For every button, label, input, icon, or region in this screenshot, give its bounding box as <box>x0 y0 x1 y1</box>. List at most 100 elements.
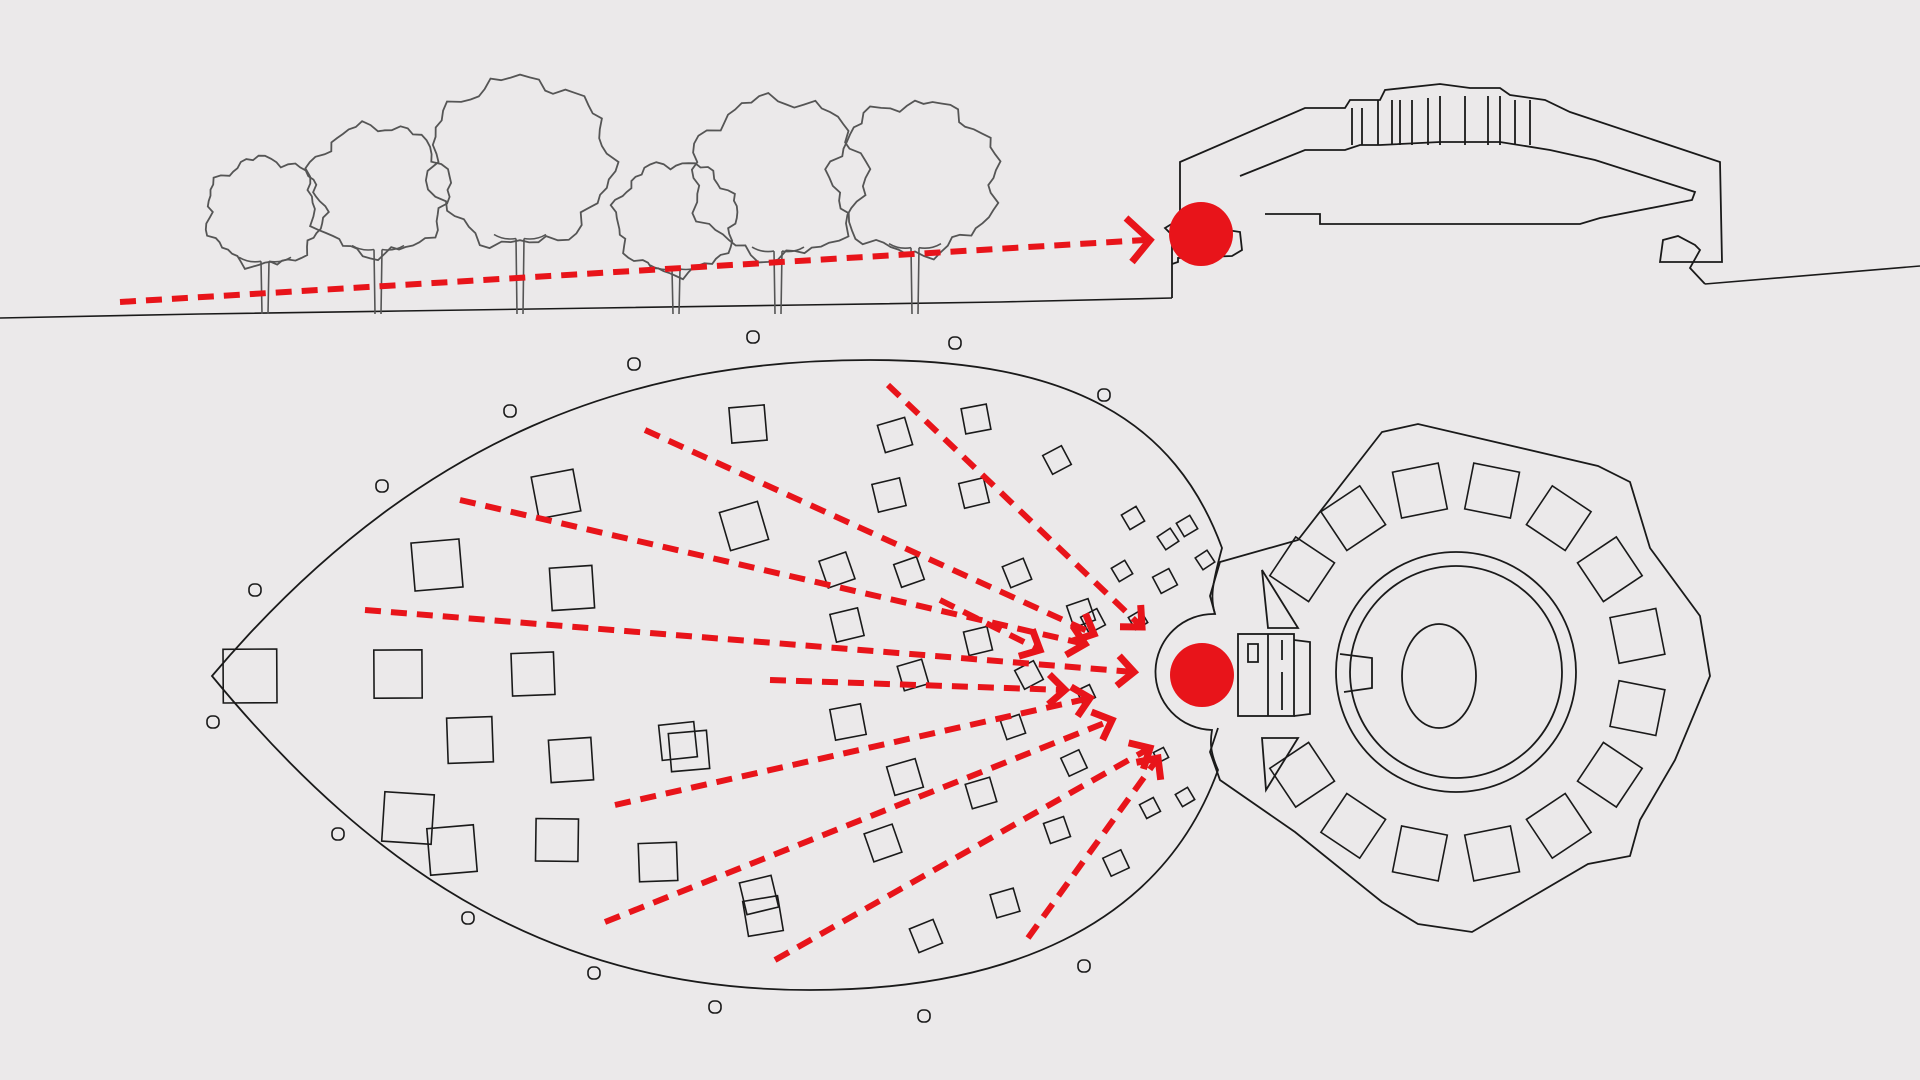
bollard <box>206 715 220 729</box>
paving-tile <box>908 918 944 954</box>
tree <box>690 91 872 315</box>
site-plan <box>206 330 1711 1023</box>
sightline-arrow <box>643 427 1099 645</box>
paving-tile <box>425 823 479 877</box>
building-rooms <box>1268 462 1666 882</box>
sightline-arrow <box>364 607 1140 689</box>
building-room <box>1268 741 1336 809</box>
paving-tile <box>957 476 991 510</box>
bollard <box>375 479 389 493</box>
sightline-arrow <box>459 497 1091 659</box>
bollard <box>627 357 641 371</box>
paving-tile <box>728 404 768 444</box>
sightline-arrow <box>614 683 1096 808</box>
paving-tile <box>1110 559 1134 583</box>
paving-tile <box>962 625 994 657</box>
paving-tile <box>547 736 595 784</box>
paving-tile <box>222 648 278 704</box>
bollard <box>461 911 475 925</box>
paving-tile <box>1152 746 1170 764</box>
sightline-arrowhead <box>1135 753 1165 781</box>
sightline-arrowhead <box>1069 683 1096 719</box>
paving-tile <box>892 555 926 589</box>
building-room <box>1391 462 1449 519</box>
paving-tile <box>667 729 711 773</box>
bollard <box>708 1000 722 1014</box>
building-room <box>1609 607 1666 665</box>
sightline-arrow <box>1025 753 1165 940</box>
sightline-arrowhead <box>1119 604 1146 631</box>
building-room <box>1319 792 1387 860</box>
sightline-arrowhead <box>1114 653 1140 689</box>
paving-tile <box>1059 748 1089 778</box>
building-room <box>1391 825 1449 882</box>
building-room <box>1609 679 1666 737</box>
bollard <box>746 330 760 344</box>
tree-row <box>204 73 1002 315</box>
tree <box>304 120 453 315</box>
building-room <box>1268 535 1336 603</box>
paving-tile <box>1194 549 1216 571</box>
tree <box>824 99 1002 315</box>
paving-tile <box>863 823 903 863</box>
paving-tile <box>548 564 596 612</box>
paving-tile <box>445 715 495 765</box>
bollard <box>248 583 262 597</box>
bollard <box>1077 959 1091 973</box>
building-room <box>1576 741 1644 809</box>
paving-tile <box>960 403 992 435</box>
paving-tile <box>1101 848 1131 878</box>
paving-tile <box>718 500 770 552</box>
paving-tile <box>738 874 780 916</box>
bollard <box>503 404 517 418</box>
paving-tile <box>870 476 908 514</box>
sightline-arrowhead <box>1017 628 1045 660</box>
bollard <box>331 827 345 841</box>
paving-tile <box>1156 527 1180 551</box>
paving-tile <box>410 538 464 592</box>
stage-block <box>1237 633 1295 717</box>
plan-sightlines <box>364 382 1165 963</box>
site-section-elevation <box>0 73 1920 319</box>
sightline-arrow <box>769 672 1071 708</box>
perimeter-bollards <box>206 330 1111 1023</box>
paving-tile <box>989 887 1021 919</box>
building-room <box>1576 535 1644 603</box>
bollard <box>1097 388 1111 402</box>
paving-tile <box>817 550 857 590</box>
building-plan <box>1209 423 1711 933</box>
sightline-arrow <box>603 708 1117 925</box>
building-room <box>1525 484 1593 552</box>
paving-tile <box>1138 796 1162 820</box>
sightline-arrowhead <box>1064 623 1091 659</box>
section-sightline <box>119 237 1146 305</box>
paving-tile <box>534 817 580 863</box>
section-sightline-arrowhead <box>1123 215 1155 265</box>
paving-tile <box>510 651 556 697</box>
paving-tile <box>530 468 582 520</box>
paving-tile <box>1042 815 1072 845</box>
paving-tile <box>1041 444 1073 476</box>
paving-tile <box>657 720 699 762</box>
tree <box>204 154 330 315</box>
bollard <box>948 336 962 350</box>
bollard <box>917 1009 931 1023</box>
sightline-arrow <box>885 382 1146 631</box>
building-section <box>1163 83 1723 298</box>
paving-tile <box>1001 557 1033 589</box>
paving-tile <box>1151 567 1179 595</box>
ground-line <box>0 297 1173 319</box>
paving-tile <box>828 702 868 742</box>
paving-tile <box>876 416 914 454</box>
paving-tile <box>380 790 436 846</box>
sightline-arrowhead <box>1090 708 1117 742</box>
building-room <box>1463 825 1521 882</box>
paving-tile <box>1120 505 1146 531</box>
sightline-arrow <box>938 597 1045 660</box>
tree <box>609 161 739 315</box>
building-room <box>1319 484 1387 552</box>
plaza-paving-tiles <box>222 403 1216 954</box>
section-focal-marker <box>1169 202 1233 266</box>
paving-tile <box>885 757 925 797</box>
